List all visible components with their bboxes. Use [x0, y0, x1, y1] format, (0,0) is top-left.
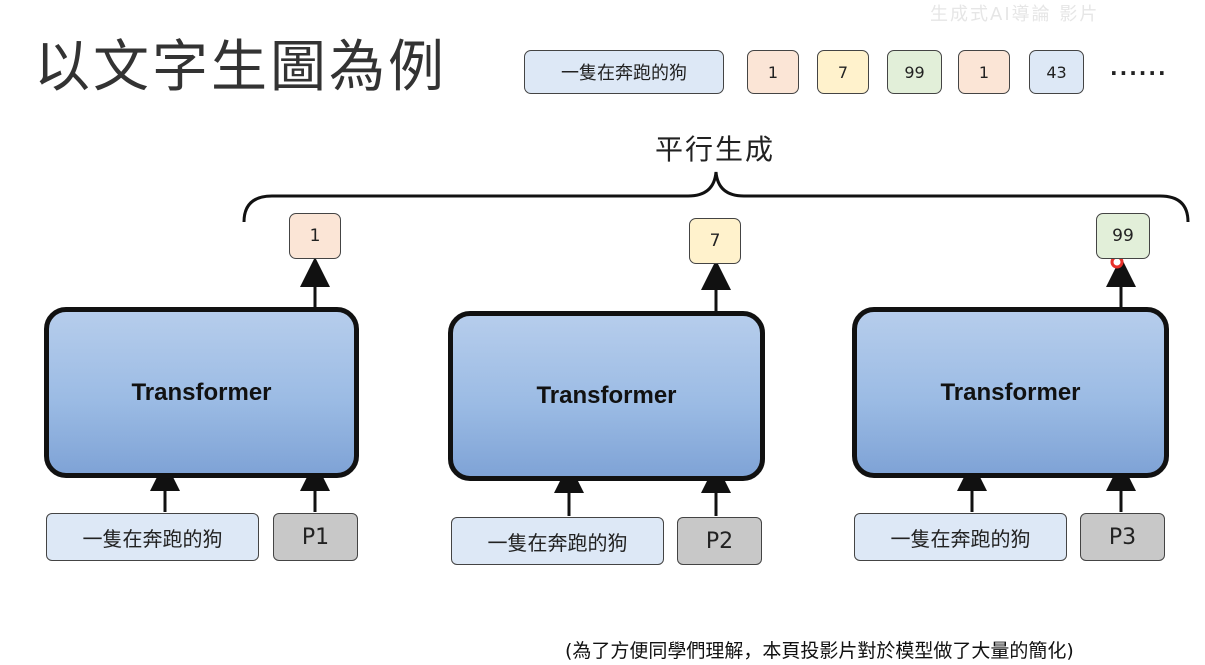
- simplification-note: (為了方便同學們理解，本頁投影片對於模型做了大量的簡化): [565, 640, 1074, 662]
- position-token-2: P2: [677, 517, 762, 565]
- sequence-token: 1: [958, 50, 1010, 94]
- sequence-token: 43: [1029, 50, 1084, 94]
- watermark: 生成式AI導論 影片: [930, 4, 1100, 25]
- curly-brace: [242, 171, 1190, 223]
- output-token-1: 1: [289, 213, 341, 259]
- transformer-block-2: Transformer: [448, 311, 765, 481]
- output-token-2: 7: [689, 218, 741, 264]
- transformer-block-1: Transformer: [44, 307, 359, 478]
- input-prompt-2: 一隻在奔跑的狗: [451, 517, 664, 565]
- position-token-3: P3: [1080, 513, 1165, 561]
- transformer-block-3: Transformer: [852, 307, 1169, 478]
- input-prompt-1: 一隻在奔跑的狗: [46, 513, 259, 561]
- sequence-token: 99: [887, 50, 942, 94]
- position-token-1: P1: [273, 513, 358, 561]
- sequence-prompt: 一隻在奔跑的狗: [524, 50, 724, 94]
- output-token-3: 99: [1096, 213, 1150, 259]
- input-prompt-3: 一隻在奔跑的狗: [854, 513, 1067, 561]
- sequence-ellipsis: ......: [1110, 56, 1168, 80]
- slide-title: 以文字生圖為例: [34, 35, 447, 100]
- sequence-token: 1: [747, 50, 799, 94]
- sequence-token: 7: [817, 50, 869, 94]
- parallel-generation-label: 平行生成: [654, 133, 775, 166]
